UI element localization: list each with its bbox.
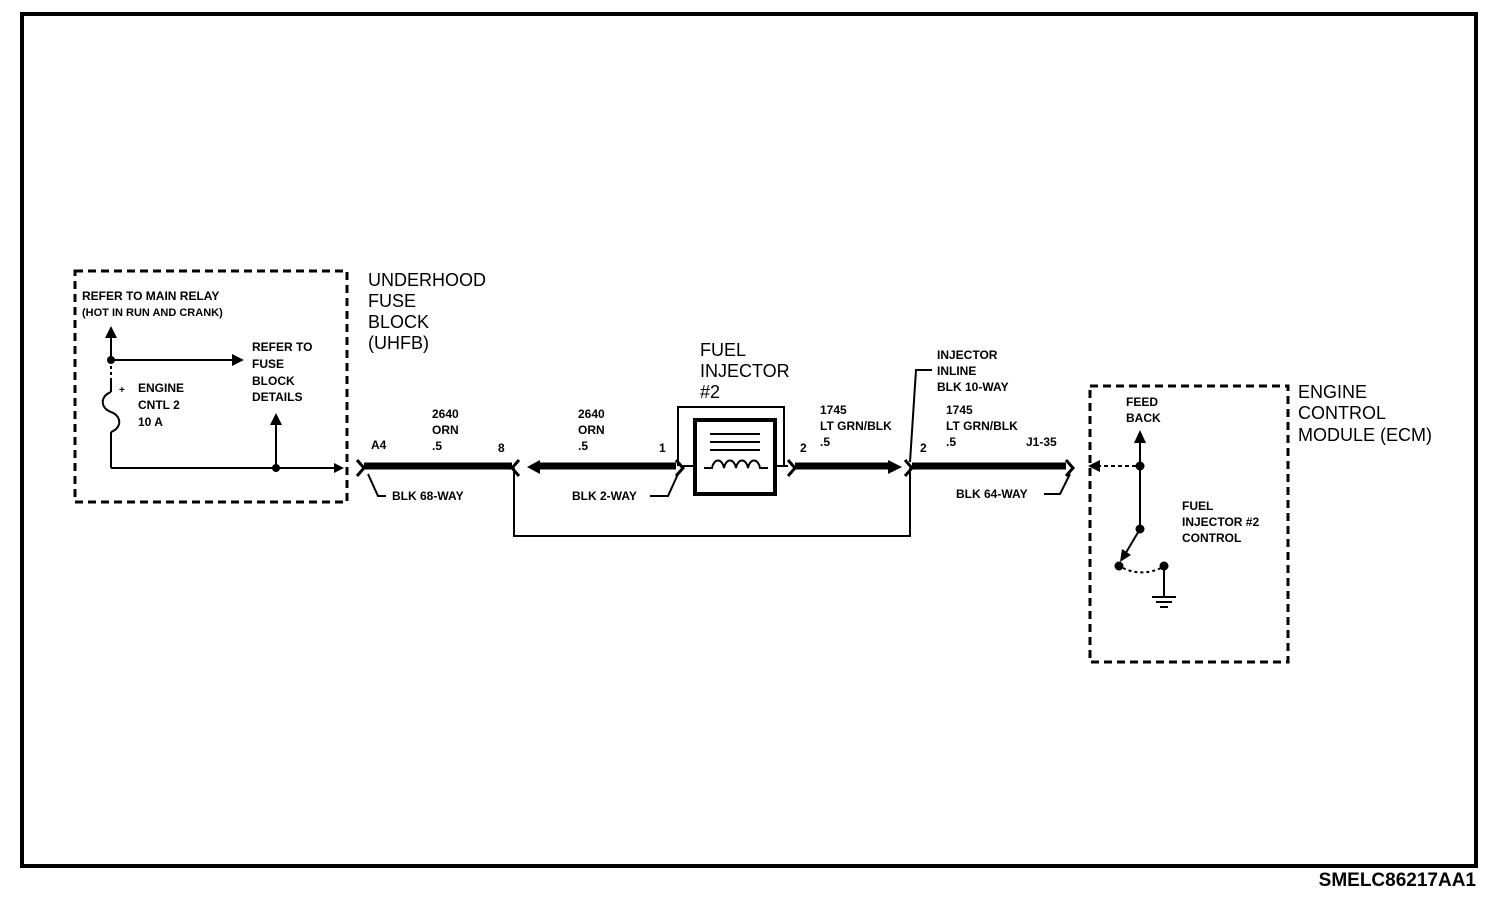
ecm-connector-label: BLK 64-WAY xyxy=(956,487,1028,501)
seg1-circuit: 2640 xyxy=(432,407,459,421)
control-label-line3: CONTROL xyxy=(1182,531,1241,545)
ecm-connector-callout xyxy=(1044,473,1071,495)
uhfb-title-line1: UNDERHOOD xyxy=(368,270,486,290)
injector-body xyxy=(693,418,777,496)
pin8-label: 8 xyxy=(498,441,505,455)
main-relay-note-line1: REFER TO MAIN RELAY xyxy=(82,289,219,303)
injector-title-line2: INJECTOR xyxy=(700,361,790,381)
fuse-label-line3: 10 A xyxy=(138,415,163,429)
inline-connector-line1: INJECTOR xyxy=(937,348,998,362)
uhfb-feed-arrow xyxy=(334,463,344,473)
wire-segment-3-arrow xyxy=(888,460,902,474)
feedback-arrow-icon xyxy=(1134,430,1146,443)
control-label-line1: FUEL xyxy=(1182,499,1213,513)
fuse-label-line1: ENGINE xyxy=(138,381,184,395)
seg4-gauge: .5 xyxy=(946,435,956,449)
seg3-gauge: .5 xyxy=(820,435,830,449)
seg2-gauge: .5 xyxy=(578,439,588,453)
relay-arrow-head xyxy=(105,326,117,338)
uhfb-connector-label: BLK 68-WAY xyxy=(392,489,464,503)
injector-coil-icon xyxy=(704,459,768,469)
inline-connector-line3: BLK 10-WAY xyxy=(937,380,1009,394)
fuse-details-note-line4: DETAILS xyxy=(252,390,302,404)
inline-connector-line2: INLINE xyxy=(937,364,976,378)
inj-pin2-label: 2 xyxy=(800,441,807,455)
fuse-details-up-arrow xyxy=(270,413,282,425)
wire-segment-2-arrow xyxy=(527,460,540,474)
switch-control-link xyxy=(1122,566,1164,574)
inline-connector-callout xyxy=(909,369,932,463)
diagram-border xyxy=(20,12,1478,868)
fuse-block-box xyxy=(73,269,349,504)
fuse-details-note-line1: REFER TO xyxy=(252,340,312,354)
connector-link-line xyxy=(513,468,911,537)
feedback-label-line2: BACK xyxy=(1126,411,1161,425)
inj-pin2-connector-glyph xyxy=(786,459,797,477)
ecm-title-line3: MODULE (ECM) xyxy=(1298,425,1432,445)
ecm-title-line1: ENGINE xyxy=(1298,382,1367,402)
diagram-code: SMELC86217AA1 xyxy=(1319,870,1477,891)
fuse-icon xyxy=(101,391,121,433)
uhfb-pin-label: A4 xyxy=(371,438,387,452)
injector-connector-label: BLK 2-WAY xyxy=(572,489,637,503)
switch-blade xyxy=(1123,528,1141,557)
uhfb-title-line2: FUSE xyxy=(368,291,416,311)
main-relay-note-line2: (HOT IN RUN AND CRANK) xyxy=(82,307,223,319)
injector-title-line3: #2 xyxy=(700,382,720,402)
inj-pin1-label: 1 xyxy=(659,441,666,455)
seg1-color: ORN xyxy=(432,423,459,437)
fuse-label-line2: CNTL 2 xyxy=(138,398,180,412)
switch-bottom-contact xyxy=(1114,561,1124,571)
ecm-input-arrow xyxy=(1088,460,1100,472)
uhfb-connector-callout xyxy=(367,473,386,497)
ecm-pin-label: J1-35 xyxy=(1026,435,1057,449)
uhfb-title-line4: (UHFB) xyxy=(368,333,429,353)
feedback-label-line1: FEED xyxy=(1126,395,1158,409)
seg2-color: ORN xyxy=(578,423,605,437)
inline-pin-label: 2 xyxy=(920,441,927,455)
seg1-gauge: .5 xyxy=(432,439,442,453)
ecm-connector-glyph xyxy=(1064,459,1075,477)
fuse-details-note-line3: BLOCK xyxy=(252,374,295,388)
fuse-details-note-line2: FUSE xyxy=(252,357,284,371)
seg4-circuit: 1745 xyxy=(946,403,973,417)
seg4-color: LT GRN/BLK xyxy=(946,419,1018,433)
control-label-line2: INJECTOR #2 xyxy=(1182,515,1259,529)
uhfb-connector-glyph xyxy=(355,459,366,477)
seg3-circuit: 1745 xyxy=(820,403,847,417)
seg3-color: LT GRN/BLK xyxy=(820,419,892,433)
ecm-box xyxy=(1088,384,1290,664)
fuse-details-arrow-head xyxy=(232,354,244,366)
ecm-title-line2: CONTROL xyxy=(1298,403,1386,423)
injector-housing-outline xyxy=(677,406,785,466)
injector-connector-callout xyxy=(650,473,679,497)
injector-title-line1: FUEL xyxy=(700,340,746,360)
seg2-circuit: 2640 xyxy=(578,407,605,421)
switch-blade-arrow xyxy=(1120,549,1131,562)
uhfb-title-line3: BLOCK xyxy=(368,312,429,332)
fuse-polarity: + xyxy=(119,385,125,396)
pin8-connector-glyph xyxy=(510,459,521,477)
